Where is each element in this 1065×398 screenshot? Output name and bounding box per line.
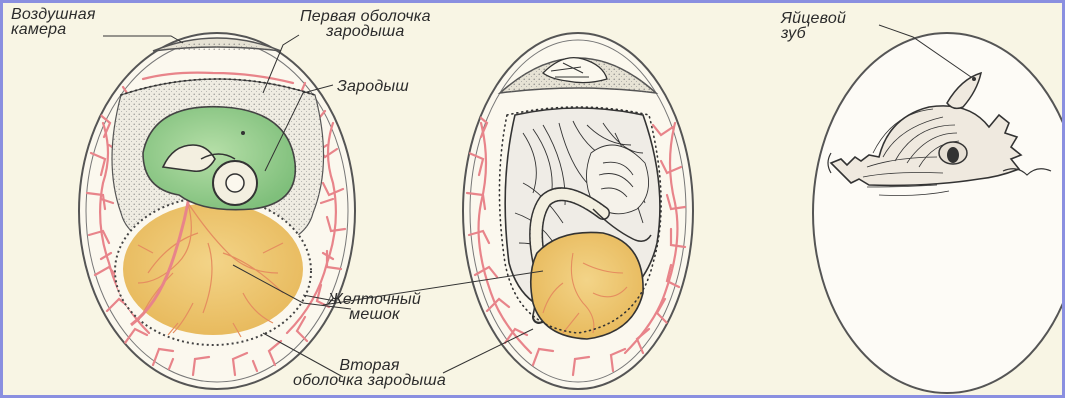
egg-development-diagram xyxy=(3,3,1062,395)
egg-early-stage xyxy=(79,33,355,389)
yolk-sac-late xyxy=(531,232,643,339)
egg-late-stage xyxy=(463,33,693,389)
label-first-membrane: Первая оболочка зародыша xyxy=(300,9,431,39)
label-embryo: Зародыш xyxy=(337,79,409,94)
label-yolk-sac: Желточный мешок xyxy=(328,292,421,322)
label-egg-tooth: Яйцевой зуб xyxy=(781,11,846,41)
egg-hatching xyxy=(813,33,1062,393)
label-air-chamber: Воздушная камера xyxy=(11,7,96,37)
label-second-membrane: Вторая оболочка зародыша xyxy=(293,358,446,388)
